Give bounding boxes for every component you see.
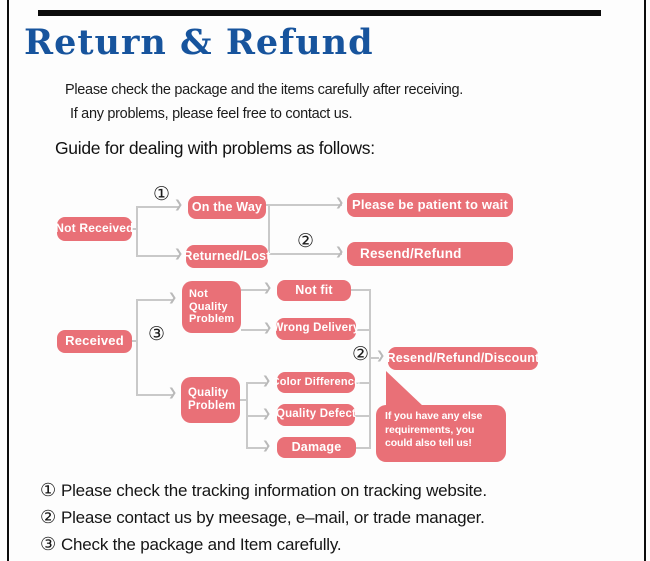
arrowhead-icon: ❯	[263, 281, 273, 294]
guide-heading: Guide for dealing with problems as follo…	[55, 138, 375, 158]
circled-3-marker: ③	[40, 534, 56, 555]
arrowhead-icon: ❯	[168, 291, 178, 304]
arrowhead-icon: ❯	[174, 247, 184, 260]
connector-line	[240, 399, 248, 401]
right-border-line	[644, 0, 646, 561]
footnote-text: Please check the tracking information on…	[60, 481, 487, 500]
circled-2-marker: ②	[297, 230, 315, 252]
connector-line	[268, 253, 342, 255]
flow-note-bubble: If you have any else requirements, you c…	[376, 405, 506, 462]
connector-line	[241, 329, 267, 331]
flow-node-quality-defect: Quality Defect	[276, 404, 356, 426]
intro-line-2: If any problems, please feel free to con…	[70, 106, 353, 122]
bubble-tail	[386, 371, 424, 407]
connector-line	[136, 394, 173, 396]
connector-line	[136, 299, 173, 301]
connector-line	[246, 415, 266, 417]
connector-line	[351, 289, 369, 291]
arrowhead-icon: ❯	[174, 198, 184, 211]
circled-1-marker: ①	[40, 480, 56, 501]
footnote-text: Check the package and Item carefully.	[60, 535, 342, 554]
connector-line	[356, 447, 369, 449]
flow-node-not-received: Not Received	[55, 217, 134, 241]
connector-line	[369, 289, 371, 449]
connector-line	[136, 255, 180, 257]
connector-line	[136, 206, 180, 208]
connector-line	[268, 204, 270, 254]
connector-line	[136, 299, 138, 396]
flow-node-returned-lost: Returned/Lost	[183, 245, 270, 268]
flow-node-resend-refund: Resend/Refund	[347, 242, 513, 266]
connector-line	[131, 228, 137, 230]
intro-line-1: Please check the package and the items c…	[65, 82, 464, 98]
top-accent-bar	[38, 10, 601, 16]
connector-line	[355, 382, 369, 384]
arrowhead-icon: ❯	[262, 407, 272, 420]
arrowhead-icon: ❯	[376, 349, 386, 362]
flow-node-received: Received	[57, 330, 132, 353]
flow-node-please-wait: Please be patient to wait	[347, 193, 513, 217]
connector-line	[246, 447, 266, 449]
circled-2-marker: ②	[40, 507, 56, 528]
connector-line	[246, 382, 266, 384]
connector-line	[241, 289, 267, 291]
flow-node-not-fit: Not fit	[277, 280, 351, 301]
connector-line	[136, 206, 138, 256]
flow-node-not-quality-problem: Not Quality Problem	[182, 281, 241, 333]
connector-line	[369, 357, 379, 359]
arrowhead-icon: ❯	[335, 245, 345, 258]
circled-1-marker: ①	[153, 183, 171, 205]
connector-line	[266, 204, 342, 206]
circled-3-marker: ③	[148, 323, 166, 345]
footnote-text: Please contact us by meesage, e–mail, or…	[60, 508, 485, 527]
flow-node-damage: Damage	[277, 437, 356, 458]
flow-node-quality-problem: Quality Problem	[181, 377, 240, 423]
connector-line	[131, 340, 137, 342]
left-border-line	[7, 0, 9, 561]
circled-2-marker: ②	[352, 343, 370, 365]
arrowhead-icon: ❯	[262, 439, 272, 452]
flow-node-on-the-way: On the Way	[188, 196, 266, 219]
arrowhead-icon: ❯	[168, 386, 178, 399]
connector-line	[355, 415, 369, 417]
page-title: Return & Refund	[24, 22, 374, 63]
arrowhead-icon: ❯	[262, 374, 272, 387]
connector-line	[356, 329, 369, 331]
flow-node-color-difference: Color Difference	[272, 372, 360, 393]
arrowhead-icon: ❯	[335, 196, 345, 209]
flow-node-resend-refund-discount: Resend/Refund/Discount	[386, 347, 539, 370]
flow-node-wrong-delivery: Wrong Delivery	[273, 318, 359, 340]
arrowhead-icon: ❯	[263, 321, 273, 334]
